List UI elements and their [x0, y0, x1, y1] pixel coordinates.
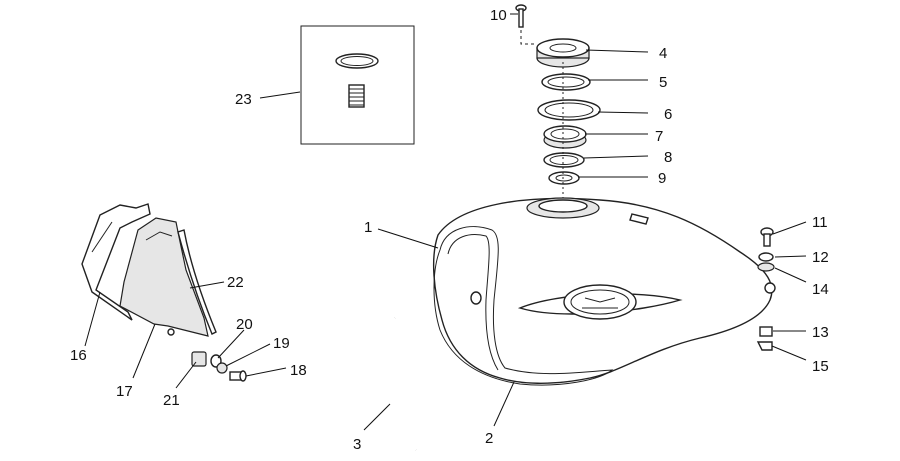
fuel-tank-part-1	[432, 197, 776, 384]
callout-6: 6	[664, 106, 672, 123]
callout-15: 15	[812, 358, 829, 375]
callout-labels: 23 10 4 5 6 7 8 9 1 2 3 11 12 14 13 15 1…	[70, 7, 829, 453]
callout-14: 14	[812, 281, 829, 298]
callout-10: 10	[490, 7, 507, 24]
callout-9: 9	[658, 170, 666, 187]
callout-23: 23	[235, 91, 252, 108]
hose-part-3	[369, 315, 420, 452]
callout-3: 3	[353, 436, 361, 453]
callout-21: 21	[163, 392, 180, 409]
callout-1: 1	[364, 219, 372, 236]
callout-18: 18	[290, 362, 307, 379]
callout-2: 2	[485, 430, 493, 447]
tank-seal-part-2	[433, 226, 614, 386]
callout-13: 13	[812, 324, 829, 341]
callout-12: 12	[812, 249, 829, 266]
inset-box-part-23	[300, 25, 415, 145]
right-hardware-parts	[756, 227, 775, 351]
callout-16: 16	[70, 347, 87, 364]
spring-part	[348, 84, 365, 108]
callout-8: 8	[664, 149, 672, 166]
callout-17: 17	[116, 383, 133, 400]
callout-11: 11	[812, 214, 828, 231]
callout-7: 7	[655, 128, 663, 145]
callout-5: 5	[659, 74, 667, 91]
callout-4: 4	[659, 45, 667, 62]
callout-20: 20	[236, 316, 253, 333]
leader-lines	[84, 13, 807, 431]
callout-19: 19	[273, 335, 290, 352]
screw-part-10	[515, 4, 537, 45]
filler-cap-stack	[536, 38, 601, 208]
side-cover-parts	[81, 203, 217, 337]
callout-22: 22	[227, 274, 244, 291]
